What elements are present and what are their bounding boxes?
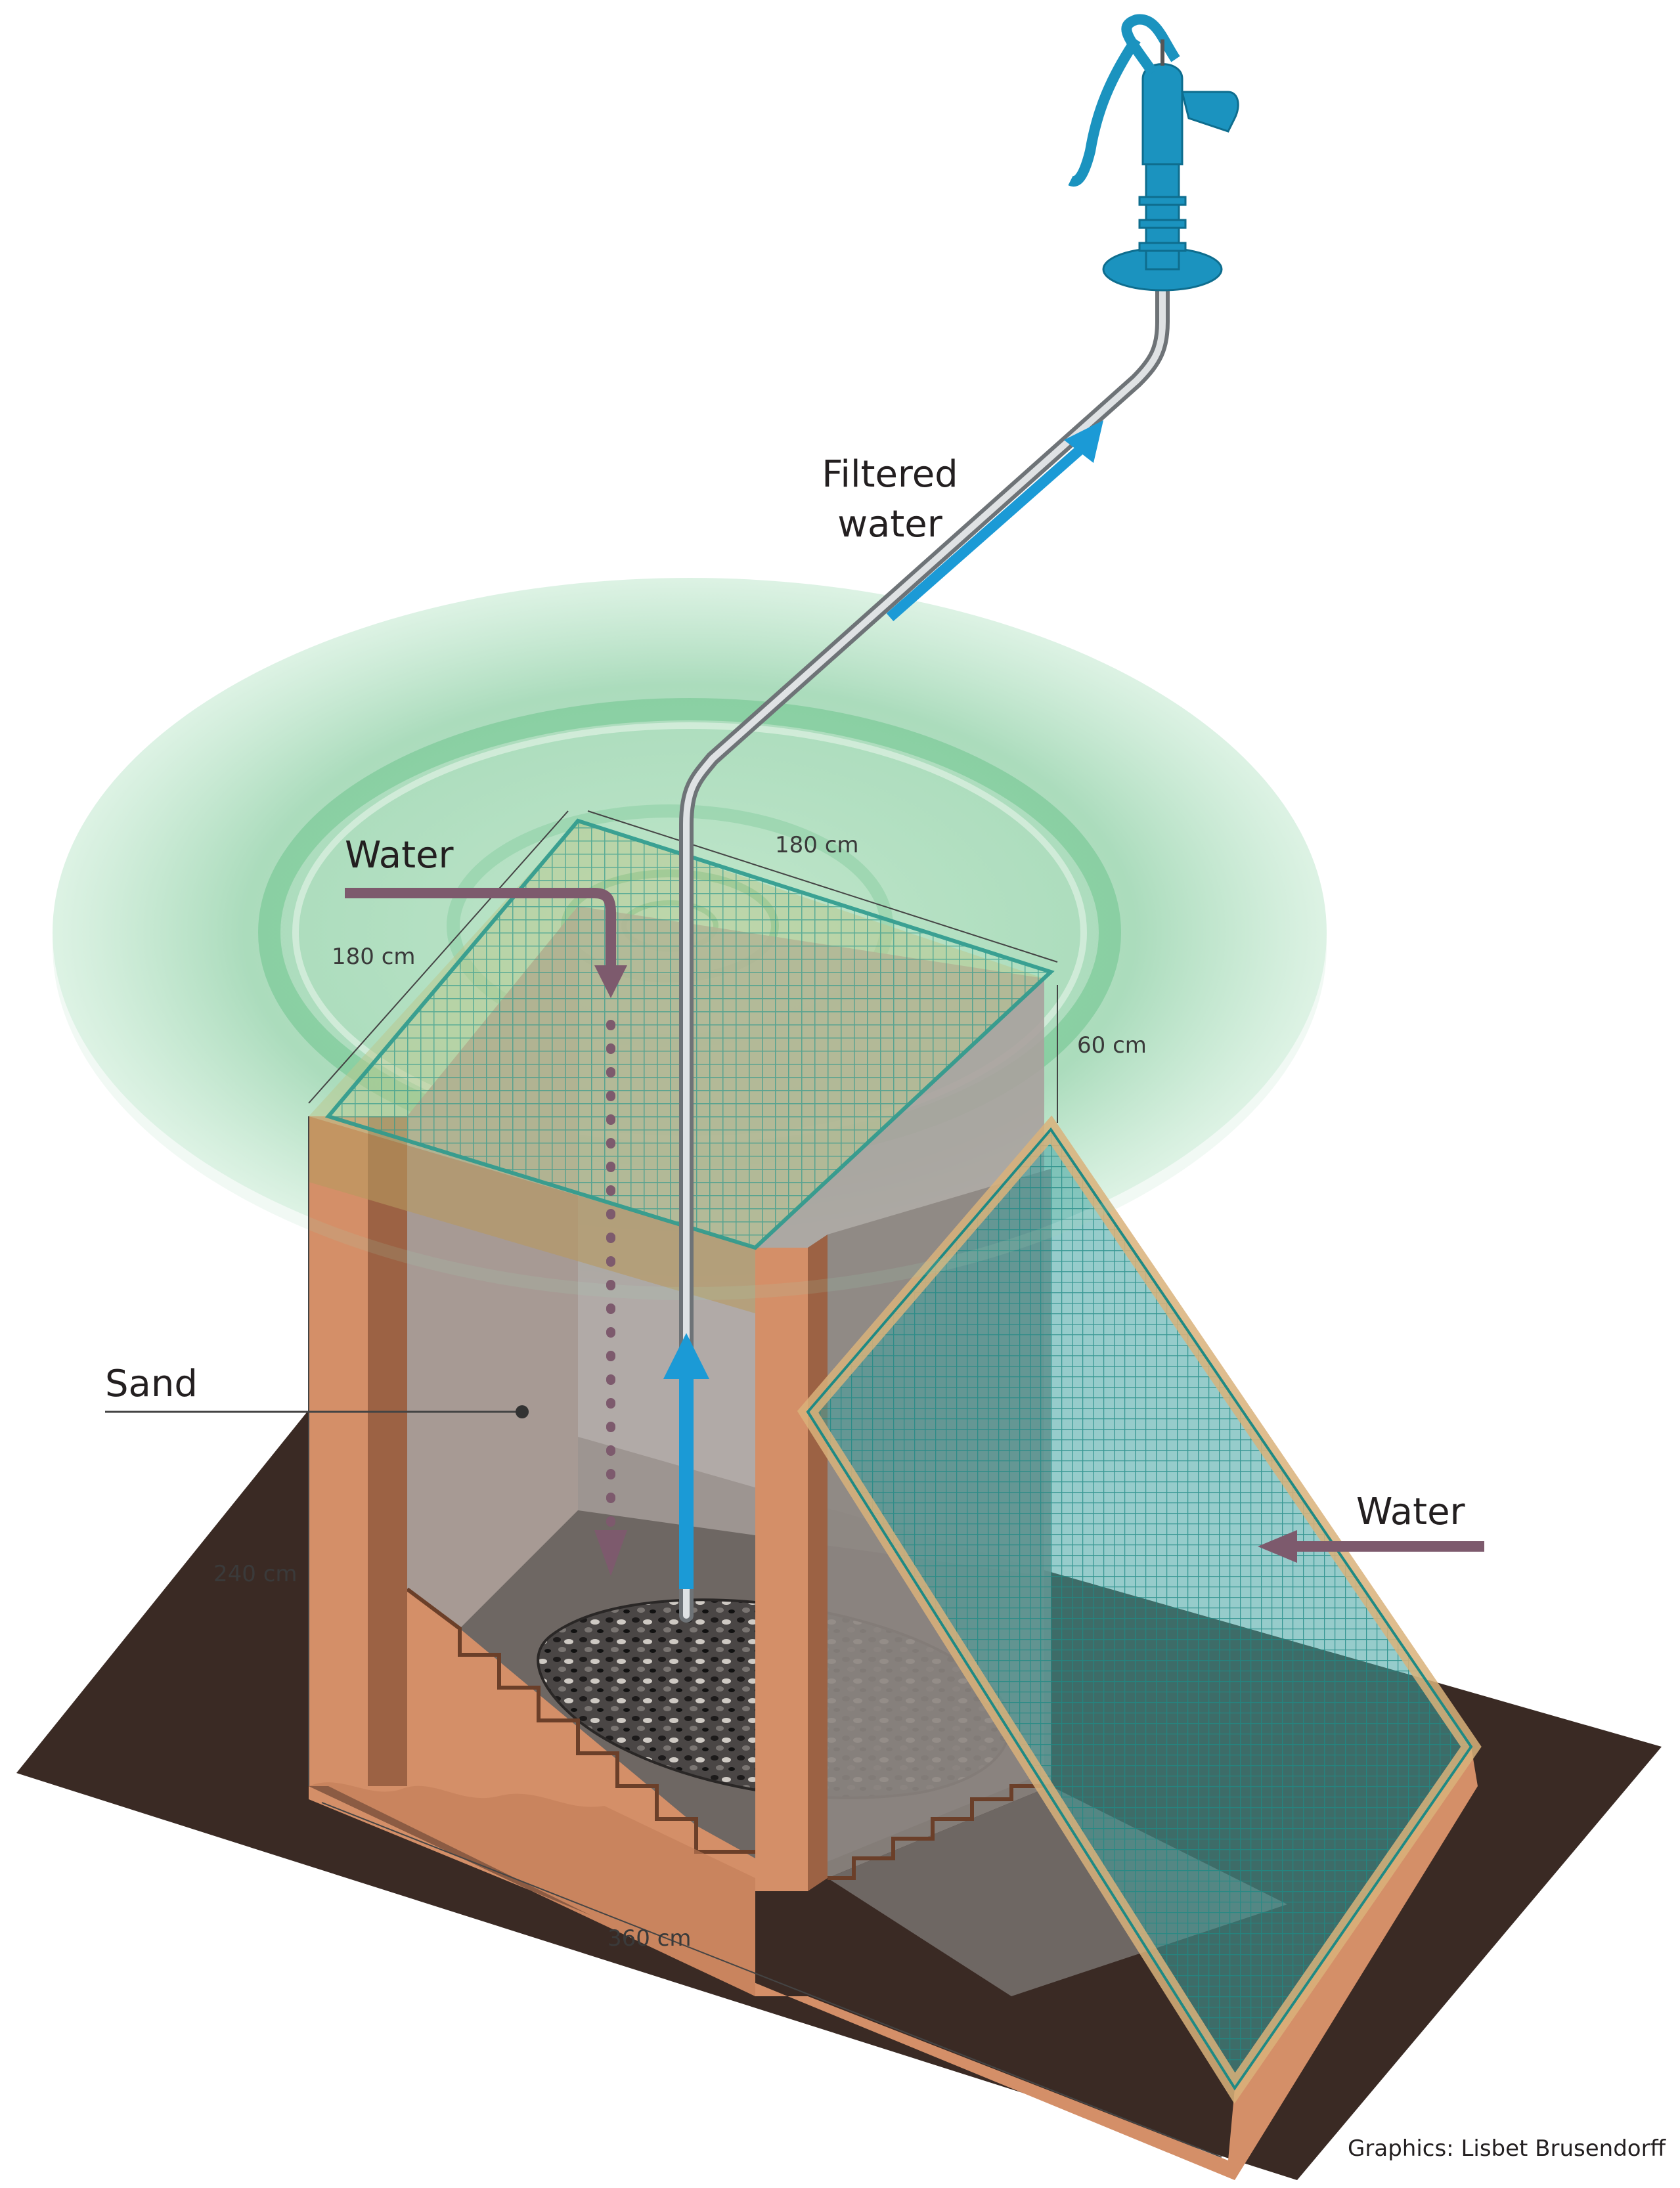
water-side-label: Water xyxy=(1356,1491,1465,1533)
graphics-credit: Graphics: Lisbet Brusendorff xyxy=(1348,2135,1666,2162)
water-top-label: Water xyxy=(345,834,454,877)
filtered-water-label: Filtered water xyxy=(808,450,972,549)
filtered-water-line-1: Filtered xyxy=(822,453,958,496)
dim-height-top-layer: 60 cm xyxy=(1077,1032,1147,1059)
dim-length-base: 360 cm xyxy=(608,1925,692,1952)
dim-width-top: 180 cm xyxy=(775,832,859,858)
sloped-screen xyxy=(797,1115,1482,2104)
filtered-water-line-2: water xyxy=(837,502,942,546)
filtered-flow-arrows xyxy=(663,420,1103,1589)
hand-pump-icon xyxy=(1068,14,1239,292)
dim-depth-left: 180 cm xyxy=(332,944,416,970)
water-input-arrows xyxy=(345,888,1484,1576)
sand-leader xyxy=(105,1405,529,1418)
dim-height-total: 240 cm xyxy=(213,1561,298,1587)
sand-label: Sand xyxy=(105,1363,198,1405)
dimension-lines xyxy=(308,810,1222,2158)
